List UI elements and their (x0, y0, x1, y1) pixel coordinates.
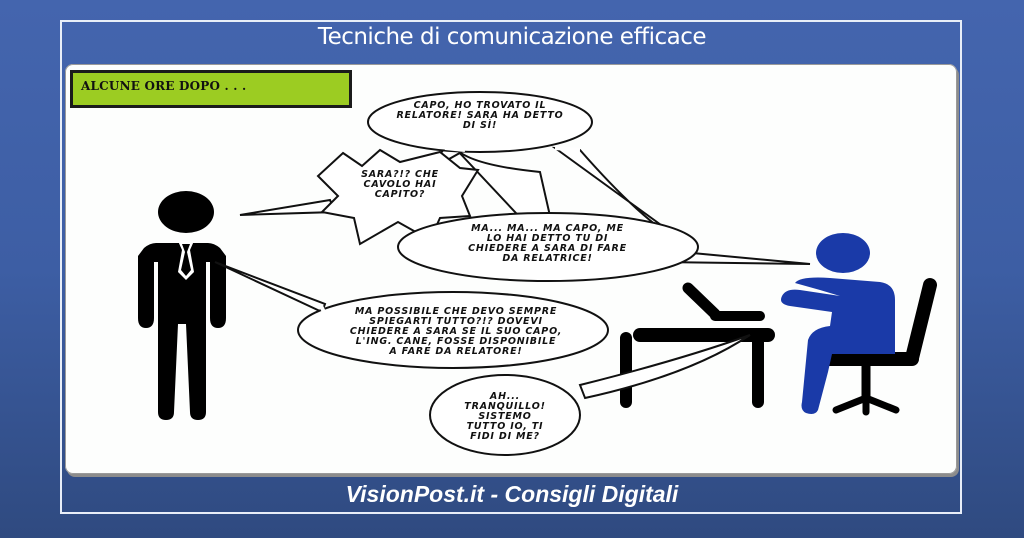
bubble-5-text: AH... TRANQUILLO! SISTEMO TUTTO IO, TI F… (464, 391, 546, 442)
bubble-4-text: MA POSSIBILE CHE DEVO SEMPRE SPIEGARTI T… (349, 306, 563, 357)
speech-bubble-5 (429, 334, 751, 456)
comic-scene (138, 91, 937, 456)
bubble-3-text: MA... MA... MA CAPO, ME LO HAI DETTO TU … (468, 223, 627, 264)
time-caption-box: ALCUNE ORE DOPO . . . (70, 70, 352, 108)
employee-figure-icon (781, 233, 895, 414)
bubble-1-text: CAPO, HO TROVATO IL RELATORE! SARA HA DE… (396, 100, 564, 131)
desk-icon (620, 282, 775, 408)
boss-figure-icon (138, 191, 226, 420)
comic-panel: ALCUNE ORE DOPO . . . CAPO, HO TROVATO I… (65, 64, 957, 474)
page-title: Tecniche di comunicazione efficace (317, 24, 707, 50)
bubble-2-text: SARA?!? CHE CAVOLO HAI CAPITO? (361, 169, 439, 200)
speech-bubble-2 (239, 148, 480, 246)
outer-frame (60, 20, 962, 514)
speech-bubble-4 (214, 261, 609, 369)
speech-bubble-3 (397, 212, 811, 282)
chair-icon (818, 278, 937, 416)
time-caption: ALCUNE ORE DOPO . . . (81, 79, 247, 93)
footer-brand: VisionPost.it - Consigli Digitali (345, 481, 679, 507)
